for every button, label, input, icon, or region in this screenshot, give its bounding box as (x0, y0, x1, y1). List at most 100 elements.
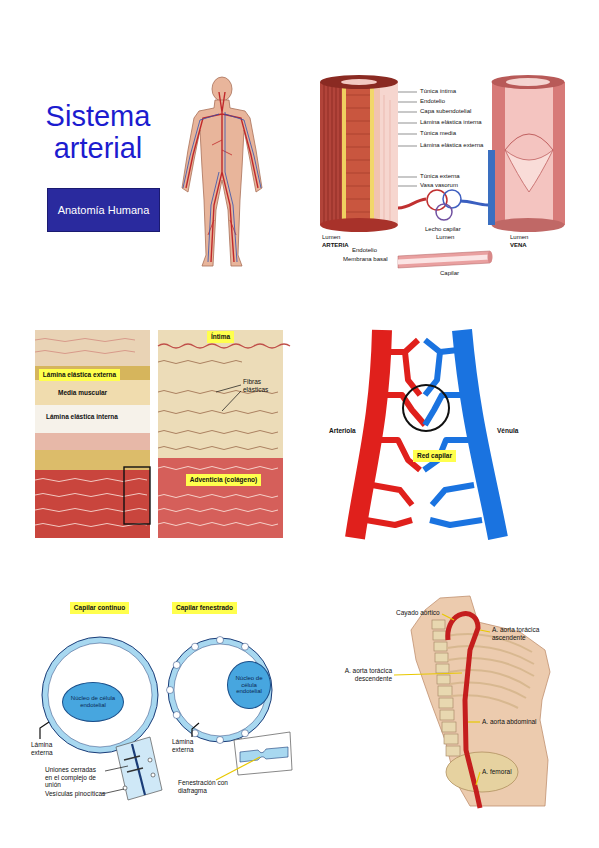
artery-wall (342, 82, 346, 225)
cell-nucleus: Núcleo de célula endotelial (227, 661, 271, 709)
histology-left (35, 339, 135, 354)
fenestrated-capillary (217, 637, 224, 644)
fenestrated-capillary (167, 637, 293, 781)
aorta-body (394, 673, 462, 675)
node-text: Íntima (211, 333, 230, 340)
part-label: A. aorta torácica descendente (328, 667, 392, 682)
part-label: Media muscular (58, 389, 107, 397)
artery-wall (346, 82, 370, 225)
histology-left (35, 330, 150, 538)
histology-left (35, 405, 150, 433)
aorta-body (468, 721, 480, 722)
part-label: Capilar (440, 270, 459, 277)
node-text: Núcleo de célula endotelial (232, 675, 266, 696)
capillary-network (355, 330, 382, 538)
fenestrated-capillary (173, 712, 180, 719)
aorta-body (394, 614, 490, 785)
capillary-network (462, 330, 498, 538)
histology-left (124, 467, 150, 524)
artery-wall (374, 82, 380, 225)
histology-right (158, 458, 283, 538)
part-label: Cayado aórtico (396, 609, 440, 617)
part-label: Fenestración con diafragma (178, 779, 240, 794)
fenestrated-capillary (242, 643, 249, 650)
continuous-capillary (124, 756, 143, 772)
part-label: Vesículas pinocíticas (45, 790, 105, 798)
human-figure (208, 140, 236, 235)
part-label: Lámina elástica interna (46, 413, 118, 421)
histology-left (35, 330, 150, 366)
artery-wall (346, 95, 370, 212)
continuous-capillary (102, 766, 128, 794)
histology-right (158, 361, 278, 450)
fenestrated-capillary (192, 723, 199, 737)
part-label: Lámina externa (31, 741, 67, 756)
part-label: Membrana basal (343, 256, 388, 263)
node-text: Núcleo de célula endotelial (67, 695, 119, 709)
node-text: Lámina elástica externa (43, 371, 116, 378)
aorta-body (444, 734, 458, 744)
human-figure (183, 112, 261, 262)
part-label: Capa subendotelial (420, 108, 471, 115)
part-label: Túnica externa (420, 173, 460, 180)
histology-right (158, 467, 278, 526)
continuous-capillary (48, 643, 152, 747)
continuous-capillary (151, 773, 155, 777)
node-text: Anatomía Humana (58, 204, 150, 216)
aorta-body (439, 698, 453, 708)
fenestrated-capillary (234, 732, 292, 775)
cell-nucleus: Núcleo de célula endotelial (62, 682, 124, 722)
part-label: Lumen (322, 234, 340, 241)
part-label: Uniones cerradas en el complejo de unión (45, 766, 103, 789)
aorta-body (435, 653, 448, 662)
histology-left (35, 479, 147, 527)
histology-left (35, 380, 150, 405)
artery-wall (398, 92, 417, 186)
capillary-bed (398, 251, 490, 268)
part-label: Túnica íntima (420, 88, 456, 95)
part-label: Lámina elástica externa (420, 142, 483, 149)
fenestrated-capillary (167, 687, 174, 694)
human-figure (182, 77, 262, 266)
highlight-band: Adventicia (colágeno) (186, 474, 261, 486)
continuous-capillary (40, 722, 49, 739)
artery-wall (320, 82, 342, 225)
part-label: A. aorta torácica ascendente (492, 626, 566, 641)
human-figure (183, 112, 261, 262)
aorta-body (440, 710, 454, 720)
part-label: Lámina elástica interna (420, 119, 482, 126)
part-label: Fibras elásticas (243, 378, 275, 393)
vein-wall (488, 150, 495, 225)
node-text: Adventicia (colágeno) (190, 476, 258, 483)
fenestrated-capillary (240, 747, 288, 762)
aorta-body (437, 675, 450, 684)
human-figure (186, 92, 258, 262)
vein-wall (505, 150, 553, 192)
artery-wall (324, 85, 340, 224)
vein-wall (492, 218, 565, 232)
part-label: Túnica media (420, 130, 456, 137)
part-label: A. femoral (482, 768, 512, 776)
part-label: VENA (510, 242, 527, 249)
human-figure (212, 77, 232, 101)
title-box: Anatomía Humana (47, 188, 160, 232)
part-label: Lumen (510, 234, 528, 241)
vein-wall (505, 134, 553, 150)
aorta-body (476, 772, 480, 785)
capillary-network (355, 330, 498, 538)
artery-wall (320, 75, 398, 89)
aorta-body (446, 752, 518, 792)
aorta-body (446, 746, 460, 756)
aorta-body (432, 620, 445, 629)
highlight-band: Red capilar (413, 450, 456, 462)
capillary-bed (398, 255, 490, 265)
histology-right (158, 330, 283, 538)
capillary-bed (436, 204, 452, 220)
part-label: Vénula (497, 427, 518, 435)
part-label: Endotelio (352, 247, 377, 254)
fenestrated-capillary (216, 757, 260, 780)
fenestrated-capillary (192, 643, 199, 650)
artery-wall (384, 95, 390, 220)
aorta-body (432, 620, 460, 756)
node-text: Red capilar (417, 452, 452, 459)
